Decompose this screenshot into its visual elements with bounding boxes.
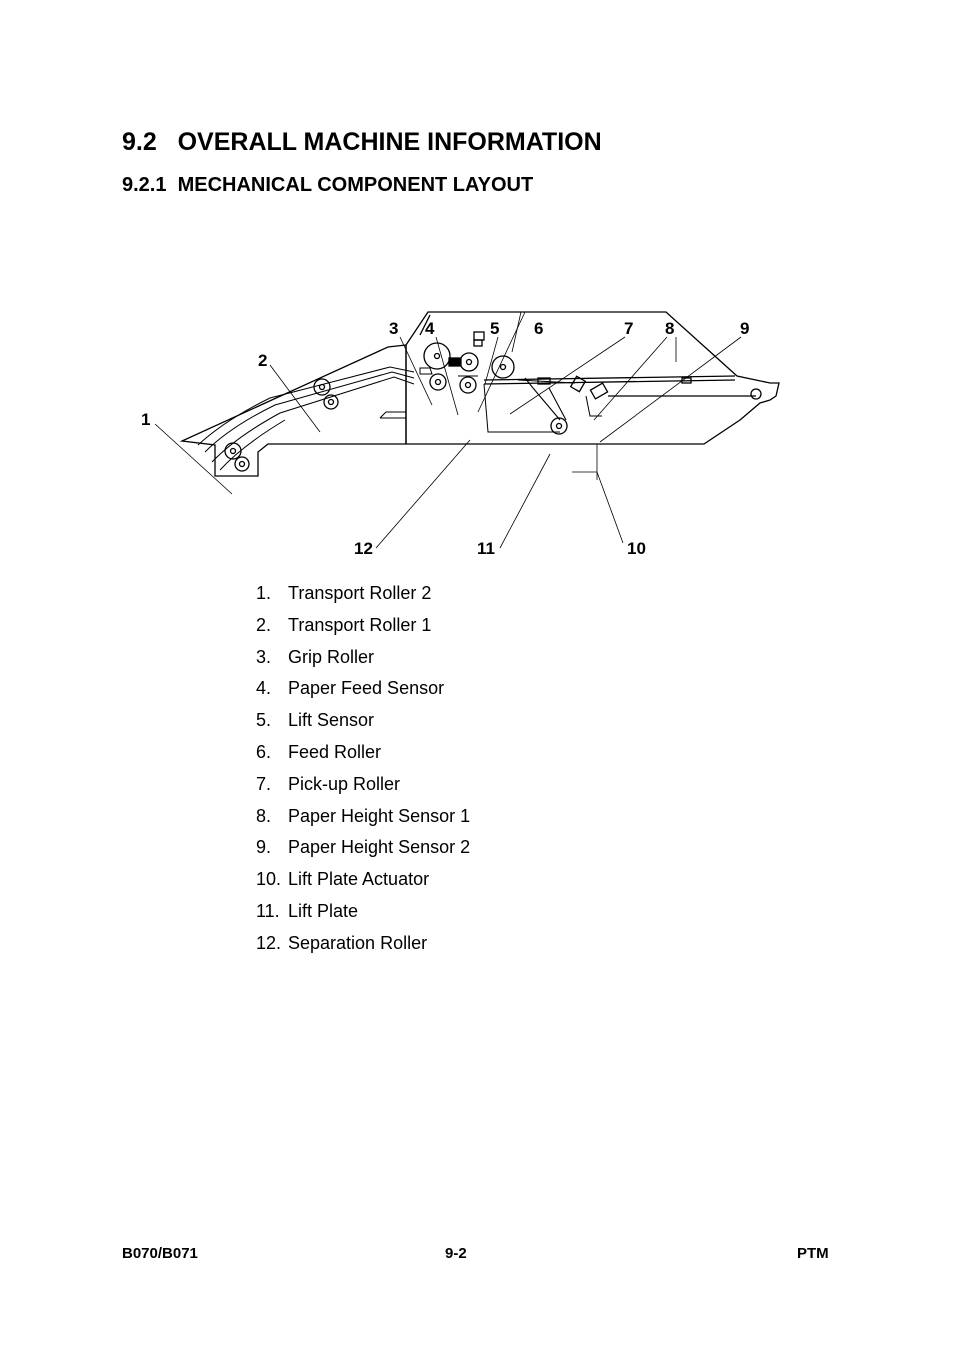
list-item: 11. Lift Plate	[256, 898, 470, 930]
transport-section-outline	[179, 344, 407, 477]
parts-list: 1. Transport Roller 2 2. Transport Roller …	[256, 580, 470, 962]
item-label: Transport Roller 1	[288, 614, 432, 635]
list-item: 9. Paper Height Sensor 2	[256, 834, 470, 866]
item-label: Grip Roller	[288, 646, 375, 667]
callout-10: 10	[627, 539, 646, 558]
item-label: Feed Roller	[288, 741, 382, 762]
callout-8: 8	[665, 319, 674, 338]
list-item: 8. Paper Height Sensor 1	[256, 803, 470, 835]
item-number: 5.	[256, 710, 272, 731]
list-item: 2. Transport Roller 1	[256, 612, 470, 644]
item-label: Paper Height Sensor 2	[288, 837, 471, 858]
item-number: 10.	[256, 869, 282, 890]
callout-4: 4	[425, 319, 435, 338]
item-number: 4.	[256, 678, 272, 699]
list-item: 5. Lift Sensor	[256, 707, 470, 739]
callout-7: 7	[624, 319, 633, 338]
item-number: 9.	[256, 837, 272, 858]
callout-6: 6	[534, 319, 543, 338]
item-number: 8.	[256, 805, 272, 826]
list-item: 6. Feed Roller	[256, 739, 470, 771]
list-item: 7. Pick-up Roller	[256, 771, 470, 803]
footer-page-number: 9-2	[445, 1245, 467, 1262]
callout-2: 2	[258, 351, 267, 370]
footer-model: B070/B071	[122, 1245, 198, 1262]
callout-5: 5	[490, 319, 499, 338]
item-number: 2.	[256, 614, 272, 635]
callout-9: 9	[740, 319, 749, 338]
callout-3: 3	[389, 319, 398, 338]
item-number: 3.	[256, 646, 272, 667]
item-number: 7.	[256, 773, 272, 794]
component-layout-diagram: 1 2 3 4 5 6 7 8 9 10 11 12	[141, 311, 780, 558]
subsection-heading: 9.2.1 MECHANICAL COMPONENT LAYOUT	[122, 174, 534, 196]
list-item: 3. Grip Roller	[256, 644, 470, 676]
item-label: Paper Feed Sensor	[288, 678, 445, 699]
list-item: 12. Separation Roller	[256, 930, 470, 962]
feed-roller	[491, 355, 515, 379]
list-item: 1. Transport Roller 2	[256, 580, 470, 612]
transport-roller-1	[313, 378, 331, 396]
item-label: Transport Roller 2	[288, 583, 432, 603]
item-label: Lift Sensor	[288, 710, 375, 731]
section-heading: 9.2 OVERALL MACHINE INFORMATION	[122, 128, 602, 156]
item-label: Lift Plate Actuator	[288, 869, 430, 890]
callout-11: 11	[477, 539, 495, 558]
transport-roller-2	[224, 442, 242, 460]
callout-1: 1	[141, 410, 150, 429]
item-number: 1.	[256, 583, 272, 603]
footer-section: PTM	[797, 1245, 829, 1262]
item-number: 12.	[256, 932, 282, 953]
list-item: 10. Lift Plate Actuator	[256, 866, 470, 898]
item-number: 11.	[256, 900, 280, 921]
item-label: Paper Height Sensor 1	[288, 805, 471, 826]
item-label: Separation Roller	[288, 932, 428, 953]
list-item: 4. Paper Feed Sensor	[256, 675, 470, 707]
item-label: Pick-up Roller	[288, 773, 401, 794]
item-number: 6.	[256, 741, 272, 762]
machine-outline	[405, 311, 780, 445]
separation-roller	[459, 376, 477, 394]
grip-roller	[423, 342, 451, 370]
item-label: Lift Plate	[288, 900, 359, 921]
callout-12: 12	[354, 539, 373, 558]
